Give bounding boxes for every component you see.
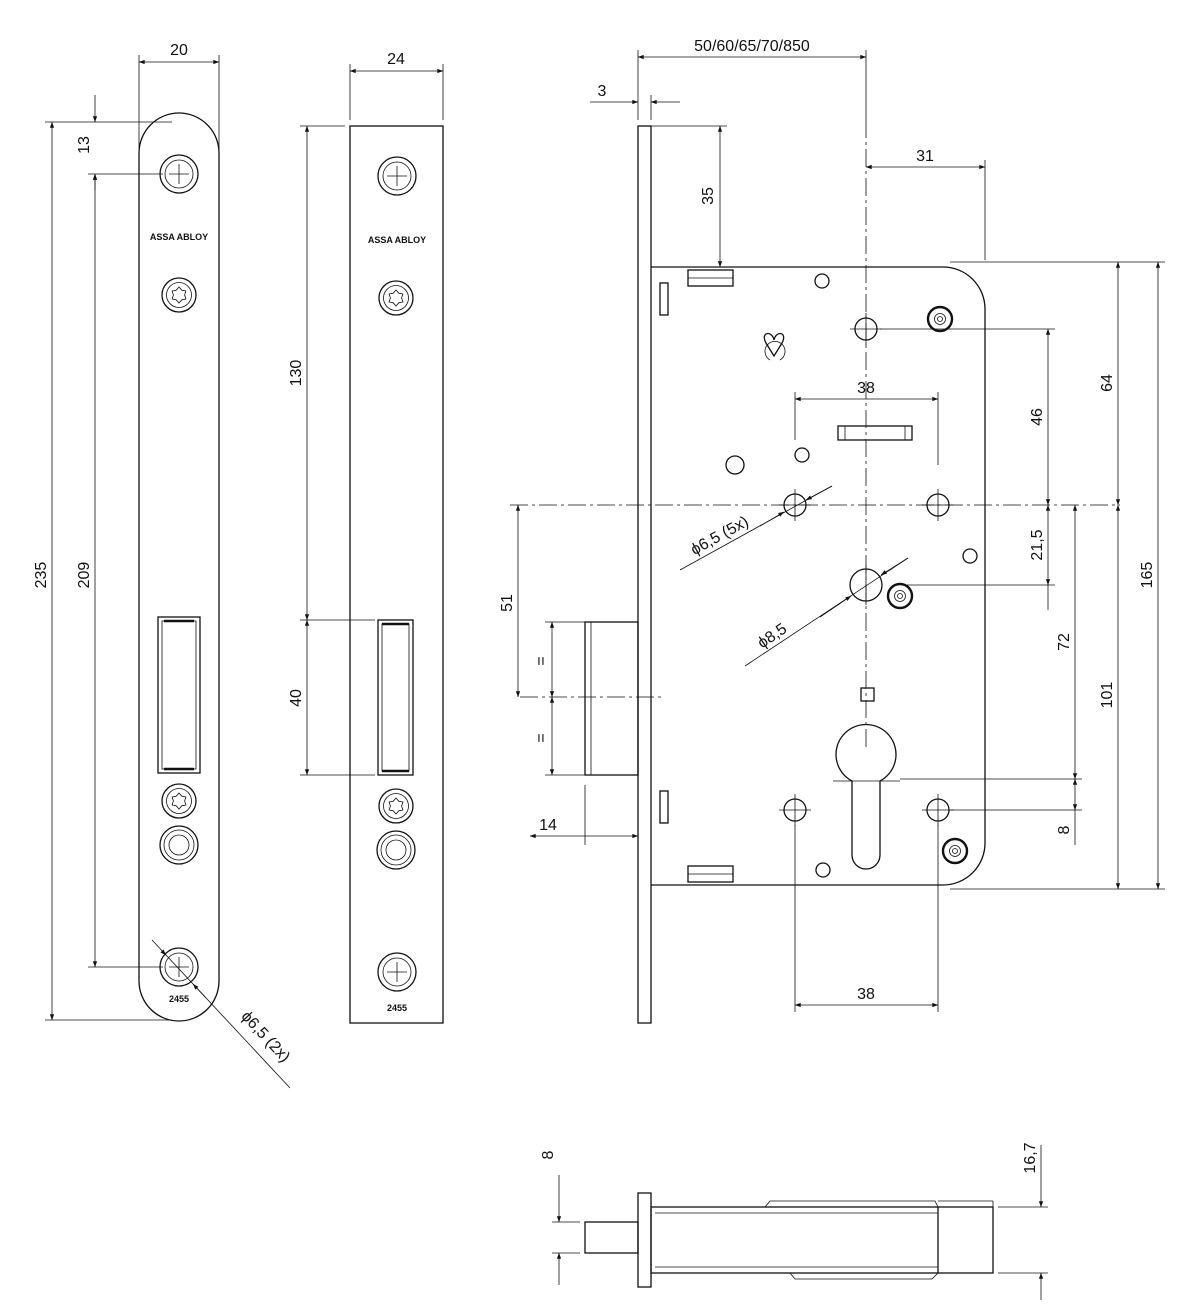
dim-31: 31 (916, 148, 934, 165)
dim-72: 72 (1056, 633, 1073, 651)
dim-38-bottom: 38 (857, 986, 875, 1003)
dim-51: 51 (499, 594, 516, 612)
dim-101: 101 (1099, 682, 1116, 709)
dim-bottom-16-7: 16,7 (1022, 1142, 1039, 1173)
dim-13: 13 (76, 136, 93, 154)
dim-8-right: 8 (1056, 825, 1073, 834)
brand-label-plate2: ASSA ABLOY (368, 235, 426, 245)
strike-plate-rounded: ASSA ABLOY 2455 (138, 112, 220, 1022)
dim-40: 40 (288, 689, 305, 707)
dim-46: 46 (1029, 408, 1046, 426)
lock-body (510, 120, 1120, 1024)
lock-bottom-view (584, 1192, 994, 1288)
dim-backset: 50/60/65/70/850 (694, 38, 810, 55)
dim-bottom-8: 8 (540, 1150, 557, 1159)
dim-165: 165 (1139, 562, 1156, 589)
dim-35: 35 (700, 187, 717, 205)
dim-209: 209 (76, 562, 93, 589)
bottom-view-dimensions: 8 16,7 (540, 1142, 1048, 1300)
brand-label-plate1: ASSA ABLOY (150, 232, 208, 242)
dim-20: 20 (170, 42, 188, 59)
dim-130: 130 (288, 360, 305, 387)
code-label-plate1: 2455 (169, 994, 189, 1004)
dim-24: 24 (387, 51, 405, 68)
dim-38-top: 38 (857, 380, 875, 397)
dim-21-5: 21,5 (1029, 529, 1046, 560)
lock-body-dimensions: 50/60/65/70/850 3 35 31 38 46 21,5 72 (499, 38, 1165, 1012)
dim-eq-2: = (533, 733, 550, 742)
dim-eq-1: = (533, 656, 550, 665)
plate2-dimensions: 24 130 40 (288, 51, 444, 776)
code-label-plate2: 2455 (387, 1003, 407, 1013)
dim-14: 14 (539, 817, 557, 834)
plate1-dimensions: 20 235 209 13 ϕ6,5 (2x) (33, 42, 294, 1089)
dim-64: 64 (1099, 374, 1116, 392)
strike-plate-square: ASSA ABLOY 2455 (349, 125, 444, 1024)
dim-3: 3 (598, 83, 607, 100)
dim-hole-plate: ϕ6,5 (2x) (238, 1008, 294, 1066)
dim-235: 235 (33, 562, 50, 589)
